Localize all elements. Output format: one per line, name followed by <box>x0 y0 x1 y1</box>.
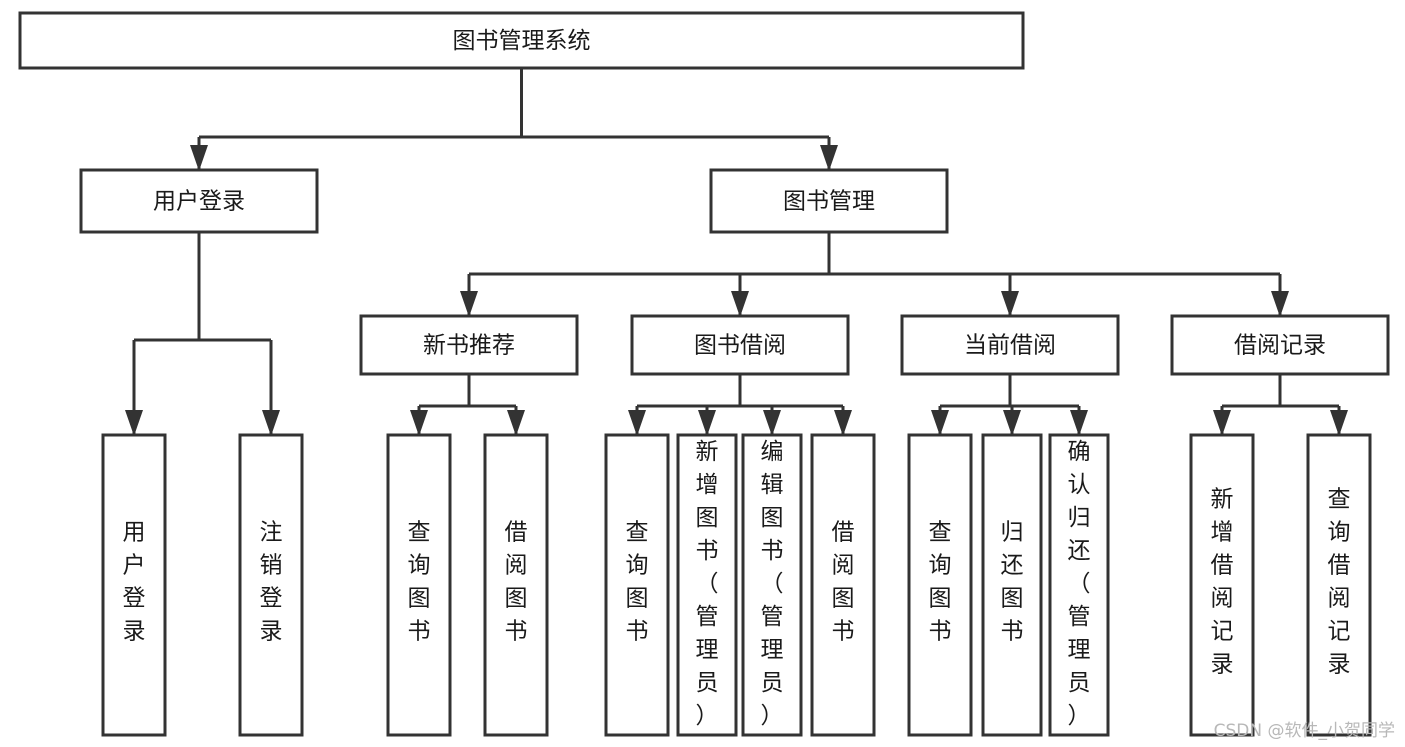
connector-book-management-arrowhead-1 <box>731 291 749 317</box>
node-current-borrow-label: 当前借阅 <box>964 333 1056 359</box>
node-book-management[interactable]: 图书管理 <box>709 168 949 234</box>
connector-book-management-arrowhead-2 <box>1001 291 1019 317</box>
node-leaf-borrow-book-recommend[interactable]: 借阅图书 <box>483 433 549 737</box>
node-leaf-return-book[interactable]: 归还图书 <box>981 433 1043 737</box>
node-leaf-query-book-borrow-label: 查询图书 <box>626 520 649 645</box>
node-leaf-query-book-recommend-label: 查询图书 <box>408 520 431 645</box>
connector-current-borrow-arrowhead-1 <box>1003 410 1021 436</box>
node-leaf-query-book-recommend-box[interactable] <box>386 433 452 737</box>
node-user-login[interactable]: 用户登录 <box>79 168 319 234</box>
node-leaf-borrow-book[interactable]: 借阅图书 <box>810 433 876 737</box>
node-current-borrow[interactable]: 当前借阅 <box>900 314 1120 376</box>
node-leaf-query-book-current-label: 查询图书 <box>929 520 952 645</box>
node-leaf-user-login-label: 用户登录 <box>123 520 146 645</box>
nodes-layer: 用户登录图书管理图书管理系统新书推荐图书借阅当前借阅借阅记录用户登录注销登录查询… <box>18 11 1390 737</box>
connector-new-book-recommend-arrowhead-0 <box>410 410 428 436</box>
connector-book-management-arrowhead-3 <box>1271 291 1289 317</box>
connector-book-borrow-arrowhead-0 <box>628 410 646 436</box>
node-leaf-query-book-current-box[interactable] <box>907 433 973 737</box>
node-new-book-recommend-box[interactable] <box>359 314 579 376</box>
node-user-login-box[interactable] <box>79 168 319 234</box>
node-leaf-add-borrow-record-box[interactable] <box>1189 433 1255 737</box>
node-new-book-recommend-label: 新书推荐 <box>423 333 515 359</box>
node-leaf-query-book-recommend[interactable]: 查询图书 <box>386 433 452 737</box>
node-leaf-query-borrow-record-box[interactable] <box>1306 433 1372 737</box>
connector-current-borrow-arrowhead-2 <box>1070 410 1088 436</box>
connector-borrow-record-arrowhead-0 <box>1213 410 1231 436</box>
node-leaf-return-book-label: 归还图书 <box>1001 520 1024 645</box>
node-book-borrow-box[interactable] <box>630 314 850 376</box>
node-user-login-label: 用户登录 <box>153 189 245 215</box>
node-root[interactable]: 图书管理系统 <box>18 11 1025 70</box>
node-leaf-confirm-return-admin[interactable]: 确认归还（管理员） <box>1048 433 1110 737</box>
node-leaf-confirm-return-admin-box[interactable] <box>1048 433 1110 737</box>
node-leaf-query-book-borrow-box[interactable] <box>604 433 670 737</box>
connector-book-borrow-arrowhead-2 <box>763 410 781 436</box>
node-leaf-edit-book-admin-box[interactable] <box>741 433 803 737</box>
node-leaf-borrow-book-label: 借阅图书 <box>832 520 855 645</box>
node-leaf-logout-login-label: 注销登录 <box>260 520 283 645</box>
node-borrow-record[interactable]: 借阅记录 <box>1170 314 1390 376</box>
node-leaf-add-book-admin-label: 新增图书（管理员） <box>696 439 719 729</box>
connector-root-arrowhead-0 <box>190 145 208 171</box>
connector-new-book-recommend-arrowhead-1 <box>507 410 525 436</box>
node-leaf-edit-book-admin-label: 编辑图书（管理员） <box>761 439 784 729</box>
node-leaf-add-borrow-record-label: 新增借阅记录 <box>1211 487 1234 678</box>
connector-root-arrowhead-1 <box>820 145 838 171</box>
node-leaf-query-borrow-record-label: 查询借阅记录 <box>1328 487 1351 678</box>
node-new-book-recommend[interactable]: 新书推荐 <box>359 314 579 376</box>
node-leaf-add-borrow-record[interactable]: 新增借阅记录 <box>1189 433 1255 737</box>
node-leaf-return-book-box[interactable] <box>981 433 1043 737</box>
node-leaf-logout-login-box[interactable] <box>238 433 304 737</box>
node-leaf-confirm-return-admin-label: 确认归还（管理员） <box>1068 439 1091 729</box>
connector-user-login-arrowhead-0 <box>125 410 143 436</box>
node-leaf-borrow-book-recommend-box[interactable] <box>483 433 549 737</box>
connector-book-borrow-arrowhead-3 <box>834 410 852 436</box>
node-leaf-borrow-book-recommend-label: 借阅图书 <box>505 520 528 645</box>
node-leaf-add-book-admin[interactable]: 新增图书（管理员） <box>676 433 738 737</box>
node-book-management-box[interactable] <box>709 168 949 234</box>
node-leaf-query-borrow-record[interactable]: 查询借阅记录 <box>1306 433 1372 737</box>
node-book-borrow-label: 图书借阅 <box>694 333 786 359</box>
connector-borrow-record-arrowhead-1 <box>1330 410 1348 436</box>
node-borrow-record-box[interactable] <box>1170 314 1390 376</box>
node-leaf-borrow-book-box[interactable] <box>810 433 876 737</box>
connector-current-borrow-arrowhead-0 <box>931 410 949 436</box>
node-book-borrow[interactable]: 图书借阅 <box>630 314 850 376</box>
node-leaf-user-login[interactable]: 用户登录 <box>101 433 167 737</box>
node-root-label: 图书管理系统 <box>453 28 591 54</box>
node-leaf-query-book-current[interactable]: 查询图书 <box>907 433 973 737</box>
node-root-box[interactable] <box>18 11 1025 70</box>
node-borrow-record-label: 借阅记录 <box>1234 333 1326 359</box>
connectors-layer <box>125 68 1348 436</box>
connector-book-management-arrowhead-0 <box>460 291 478 317</box>
node-leaf-logout-login[interactable]: 注销登录 <box>238 433 304 737</box>
node-leaf-add-book-admin-box[interactable] <box>676 433 738 737</box>
node-leaf-user-login-box[interactable] <box>101 433 167 737</box>
csdn-watermark: CSDN @软件_小贺同学 <box>1213 721 1395 741</box>
node-current-borrow-box[interactable] <box>900 314 1120 376</box>
node-leaf-edit-book-admin[interactable]: 编辑图书（管理员） <box>741 433 803 737</box>
node-book-management-label: 图书管理 <box>783 189 875 215</box>
connector-user-login-arrowhead-1 <box>262 410 280 436</box>
connector-book-borrow-arrowhead-1 <box>698 410 716 436</box>
node-leaf-query-book-borrow[interactable]: 查询图书 <box>604 433 670 737</box>
